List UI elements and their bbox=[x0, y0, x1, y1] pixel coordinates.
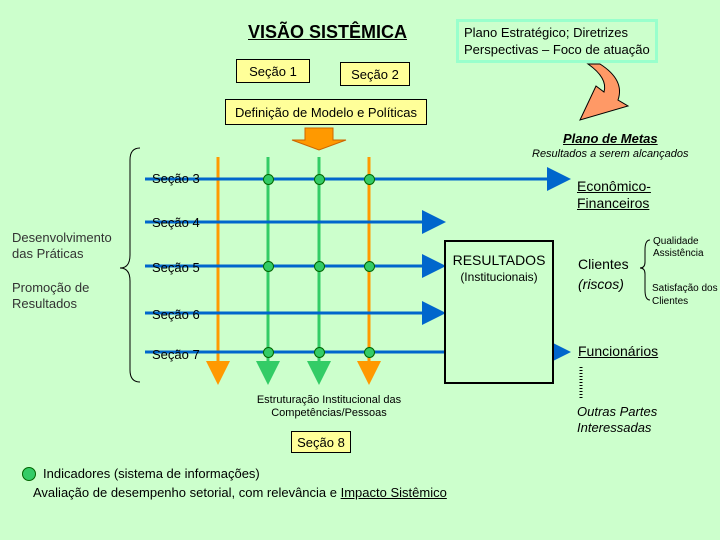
section-5-label: Seção 5 bbox=[152, 260, 200, 275]
model-definition-box: Definição de Modelo e Políticas bbox=[225, 99, 427, 125]
dot bbox=[263, 347, 274, 358]
clients-label: Clientes bbox=[578, 256, 629, 272]
others-label: Outras Partes Interessadas bbox=[577, 404, 658, 435]
evaluation-text: Avaliação de desempenho setorial, com re… bbox=[33, 485, 447, 500]
right-brace-quality bbox=[639, 239, 651, 301]
dot bbox=[314, 261, 325, 272]
results-subtitle: (Institucionais) bbox=[460, 270, 538, 284]
practices-label: Desenvolvimento das Práticas bbox=[12, 230, 112, 261]
strategic-line-2: Perspectivas – Foco de atuação bbox=[464, 42, 650, 57]
section-8-box: Seção 8 bbox=[291, 431, 351, 453]
plan-title: Plano de Metas bbox=[563, 131, 658, 146]
section-1-box: Seção 1 bbox=[236, 59, 310, 83]
dot bbox=[314, 347, 325, 358]
section-2-box: Seção 2 bbox=[340, 62, 410, 86]
left-brace bbox=[119, 147, 141, 383]
down-arrow-orange bbox=[291, 127, 347, 151]
legend-dot-icon bbox=[22, 467, 36, 481]
dot bbox=[263, 261, 274, 272]
risks-label: (riscos) bbox=[578, 276, 624, 292]
quality-label: Qualidade Assistência bbox=[653, 236, 704, 259]
dot bbox=[314, 174, 325, 185]
economic-label: Econômico-Financeiros bbox=[577, 178, 651, 211]
curved-arrow-strategic-to-plan bbox=[579, 63, 630, 121]
section-4-label: Seção 4 bbox=[152, 215, 200, 230]
satisfaction-label: Satisfação dos Clientes bbox=[652, 283, 718, 307]
dot bbox=[263, 174, 274, 185]
indicators-text: Indicadores (sistema de informações) bbox=[43, 466, 260, 481]
impact-link[interactable]: Impacto Sistêmico bbox=[340, 485, 447, 500]
employees-label: Funcionários bbox=[578, 343, 659, 359]
dot bbox=[364, 347, 375, 358]
section-6-label: Seção 6 bbox=[152, 307, 200, 322]
structuring-label: Estruturação Institucional das Competênc… bbox=[256, 394, 402, 419]
section-3-label: Seção 3 bbox=[152, 171, 200, 186]
evaluation-prefix: Avaliação de desempenho setorial, com re… bbox=[33, 485, 341, 500]
section-7-label: Seção 7 bbox=[152, 347, 200, 362]
dot bbox=[364, 174, 375, 185]
page-title: VISÃO SISTÊMICA bbox=[248, 22, 408, 42]
dot bbox=[364, 261, 375, 272]
plan-subtitle: Resultados a serem alcançados bbox=[532, 148, 689, 160]
results-title: RESULTADOS bbox=[452, 252, 546, 268]
strategic-plan-box: Plano Estratégico; Diretrizes Perspectiv… bbox=[456, 19, 658, 63]
promotion-label: Promoção de Resultados bbox=[12, 280, 90, 311]
strategic-line-1: Plano Estratégico; Diretrizes bbox=[464, 25, 629, 40]
results-box: RESULTADOS (Institucionais) bbox=[444, 240, 554, 384]
